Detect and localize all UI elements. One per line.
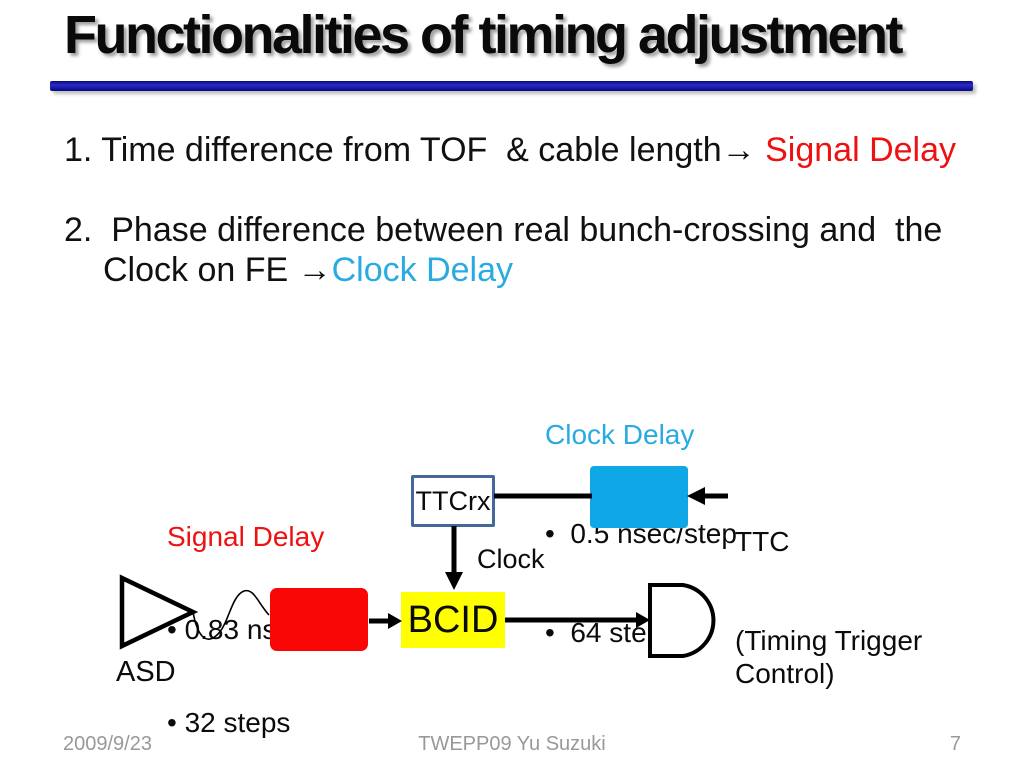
signal-delay-note-item: • 32 steps — [167, 707, 291, 738]
bcid-box: BCID — [401, 592, 505, 648]
signal-delay-box — [270, 588, 368, 651]
list-item-2-number: 2. — [64, 211, 93, 249]
footer-page-number: 7 — [949, 733, 961, 755]
ttcrx-box: TTCrx — [411, 475, 495, 527]
signaldelay-to-bcid-arrowhead — [388, 613, 402, 629]
footer-credit: TWEPP09 Yu Suzuki — [418, 733, 606, 755]
bcid-box-label: BCID — [407, 598, 499, 641]
list-item-2-line2: Clock on FE →Clock Delay — [103, 250, 942, 290]
slide-title: Functionalities of timing adjustment — [64, 5, 904, 65]
list-item-2-text: Phase difference between real bunch-cros… — [92, 211, 943, 249]
clock-delay-note-title: Clock Delay — [545, 419, 695, 450]
list-item-2-highlight: Clock Delay — [331, 251, 514, 289]
list-item-1-highlight: Signal Delay — [765, 131, 956, 169]
footer-date: 2009/9/23 — [63, 733, 152, 755]
list-item-2: 2. Phase difference between real bunch-c… — [64, 210, 942, 290]
clock-delay-note: Clock Delay • 0.5 nsec/step • 64 steps — [545, 352, 737, 715]
title-underline-bar — [50, 81, 973, 91]
signal-delay-note-title: Signal Delay — [167, 521, 325, 552]
list-item-2-line2-text: Clock on FE → — [103, 251, 332, 289]
ttc-label: TTC — [735, 526, 790, 557]
clock-wire-label: Clock — [477, 544, 545, 574]
clock-delay-box — [590, 466, 688, 528]
list-item-1: 1. Time difference from TOF & cable leng… — [64, 130, 956, 170]
list-item-1-number: 1. — [64, 131, 93, 169]
clock-delay-note-item: • 64 steps — [545, 617, 677, 648]
ttcrx-box-label: TTCrx — [415, 485, 491, 516]
ttc-note: TTC (Timing Trigger Control) — [735, 459, 1024, 756]
clock-arrowhead — [445, 572, 463, 590]
ttc-sublabel: (Timing Trigger Control) — [735, 625, 931, 689]
list-item-1-text: Time difference from TOF & cable length→ — [92, 131, 766, 169]
asd-label: ASD — [116, 656, 176, 688]
